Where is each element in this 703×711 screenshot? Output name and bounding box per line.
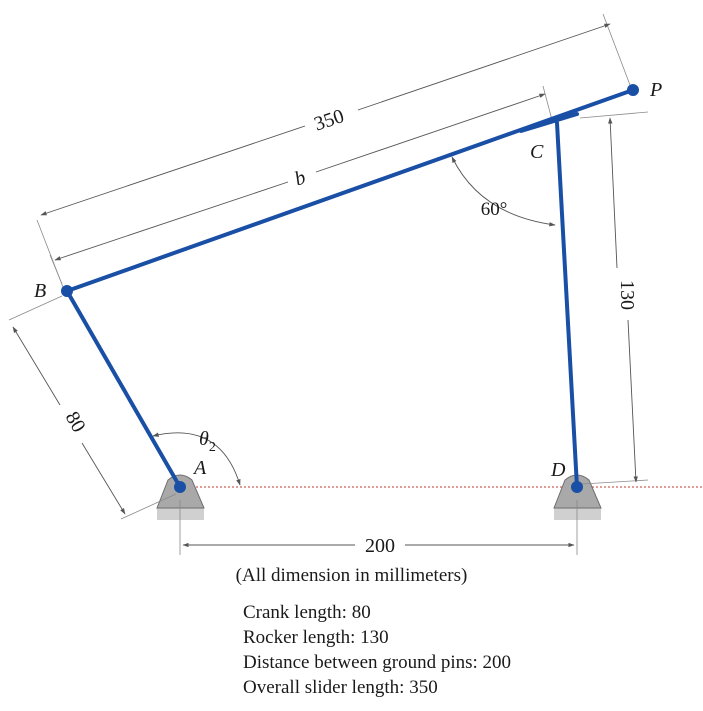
slider-block — [519, 112, 579, 133]
links — [65, 88, 635, 489]
dim-label-80: 80 — [61, 408, 90, 436]
label-a: A — [192, 457, 207, 479]
dim-b-right — [315, 93, 546, 173]
dim-b-left — [54, 181, 289, 261]
dim-130-top — [608, 117, 618, 269]
spec-ground-distance: Distance between ground pins: 200 — [243, 652, 512, 673]
label-d: D — [550, 459, 566, 481]
dim-label-200: 200 — [365, 535, 395, 557]
label-b: B — [34, 280, 46, 302]
joint-a — [174, 481, 186, 493]
angle-arc-theta — [152, 432, 241, 486]
dimension-lines — [12, 23, 638, 548]
dim-label-130: 130 — [616, 280, 638, 310]
dim-80-bottom — [81, 442, 126, 515]
dim-350-right — [357, 23, 611, 111]
label-c: C — [530, 141, 544, 163]
coupler-slider-link — [65, 88, 635, 293]
angle-label-theta2: θ2 — [199, 428, 216, 455]
dim-label-350: 350 — [311, 105, 346, 135]
crank-link — [65, 289, 182, 489]
joint-b — [61, 285, 73, 297]
linkage-diagram: A B C D P 350 b 80 130 200 60° θ2 — [8, 13, 703, 557]
angle-label-60: 60° — [481, 199, 508, 220]
dim-130-bottom — [627, 319, 638, 483]
dim-80-top — [12, 326, 61, 406]
spec-slider-length: Overall slider length: 350 — [243, 677, 438, 698]
joint-d — [571, 481, 583, 493]
units-caption: (All dimension in millimeters) — [235, 565, 468, 586]
point-p — [627, 84, 639, 96]
label-p: P — [649, 79, 662, 101]
spec-list: Crank length: 80 Rocker length: 130 Dist… — [243, 600, 511, 700]
dim-label-b: b — [292, 166, 308, 190]
spec-rocker-length: Rocker length: 130 — [243, 627, 389, 648]
joints — [61, 84, 639, 493]
spec-crank-length: Crank length: 80 — [243, 602, 371, 623]
dim-350-left — [40, 125, 306, 216]
rocker-link — [555, 121, 579, 489]
angle-arc-60 — [451, 156, 556, 227]
